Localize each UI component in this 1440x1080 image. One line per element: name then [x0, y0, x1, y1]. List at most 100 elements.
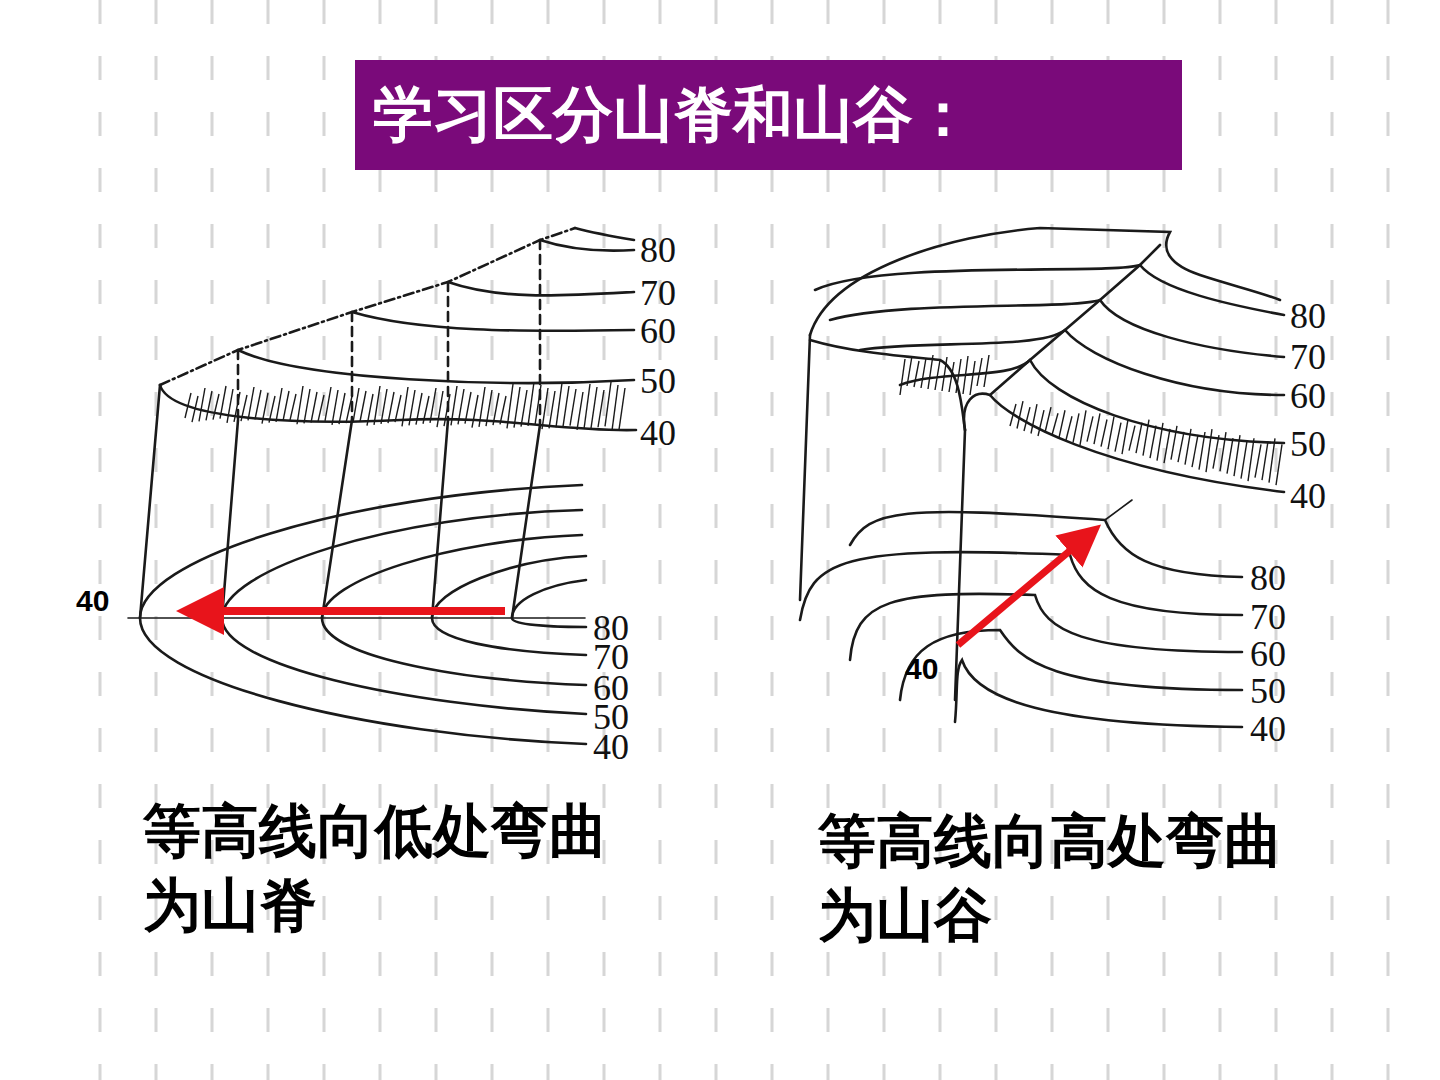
hatch-stroke [451, 386, 457, 425]
red-arrow [958, 538, 1085, 645]
contour-value: 50 [1290, 426, 1326, 462]
hatch-stroke [199, 388, 205, 421]
contour-value: 70 [640, 275, 676, 311]
hatch-stroke [486, 390, 492, 426]
hatch-stroke [248, 387, 254, 420]
hatch-stroke [577, 392, 583, 430]
hatch-stroke [549, 391, 555, 428]
hatch-stroke [935, 360, 940, 390]
hatch-stroke [1269, 438, 1275, 482]
hatch-stroke [1248, 438, 1254, 481]
hatch-stroke [1031, 404, 1037, 433]
hatch-stroke [1087, 416, 1093, 441]
hatch-stroke [1276, 444, 1282, 485]
hatch-stroke [542, 388, 548, 429]
hatch-stroke [444, 394, 450, 426]
hatch-stroke [977, 358, 982, 386]
hatch-stroke [963, 356, 968, 394]
hatch-stroke [949, 362, 954, 392]
hatch-stroke [332, 390, 338, 425]
hatch-stroke [556, 383, 562, 427]
hatch-stroke [1185, 429, 1191, 465]
contour-value: 60 [1290, 378, 1326, 414]
hatch-stroke [1122, 420, 1128, 454]
hatch-stroke [353, 388, 359, 422]
hatch-stroke [591, 387, 597, 428]
hatch-stroke [234, 392, 240, 422]
hatch-stroke [1206, 429, 1212, 472]
hatch-stroke [1059, 410, 1065, 437]
caption-text: 等高线向高处弯曲为山谷 [818, 805, 1299, 953]
hatch-stroke [255, 390, 261, 419]
title-banner: 学习区分山脊和山谷： [355, 60, 1182, 170]
hatch-stroke [921, 358, 926, 388]
hatch-stroke [521, 390, 527, 427]
hatch-stroke [598, 390, 604, 427]
hatch-stroke [325, 387, 331, 421]
hatch-stroke [1255, 444, 1261, 477]
hatch-stroke [1101, 419, 1107, 446]
hatch-stroke [1220, 432, 1226, 471]
hatch-stroke [1045, 407, 1051, 432]
grid-line [1387, 0, 1390, 1080]
hatch-stroke [269, 396, 275, 423]
callout-number: 40 [905, 654, 938, 684]
hatch-stroke [500, 396, 506, 424]
hatch-stroke [311, 392, 317, 423]
hatch-stroke [1227, 438, 1233, 473]
hatch-stroke [907, 356, 912, 386]
hatch-stroke [220, 386, 226, 419]
hatch-stroke [507, 384, 513, 428]
hatch-stroke [1164, 429, 1170, 463]
hatch-stroke [1143, 420, 1149, 456]
hatch-stroke [192, 396, 198, 422]
contour-value: 60 [1250, 636, 1286, 672]
hatch-stroke [563, 386, 569, 427]
contour-value: 80 [640, 232, 676, 268]
hatch-stroke [402, 387, 408, 426]
hatch-stroke [619, 388, 625, 430]
hatch-stroke [970, 361, 975, 395]
callout-number: 40 [76, 586, 109, 616]
hatch-stroke [1262, 441, 1268, 480]
hatch-stroke [304, 389, 310, 423]
hatch-stroke [1136, 423, 1142, 453]
contour-value: 60 [640, 313, 676, 349]
hatch-stroke [584, 384, 590, 429]
hatch-stroke [1052, 413, 1058, 435]
hatch-stroke [570, 389, 576, 426]
contour-value: 80 [1290, 298, 1326, 334]
hatch-stroke [1199, 432, 1205, 470]
red-arrow [200, 607, 505, 615]
hatch-stroke [458, 389, 464, 424]
contour-value: 70 [1250, 599, 1286, 635]
hatch-stroke [612, 385, 618, 431]
hatch-stroke [241, 395, 247, 421]
hatch-stroke [1115, 423, 1121, 452]
hatch-stroke [290, 394, 296, 420]
hatch-stroke [1024, 407, 1030, 431]
hatch-stroke [388, 392, 394, 423]
hatch-stroke [409, 390, 415, 425]
hatch-stroke [465, 392, 471, 424]
hatch-stroke [1150, 426, 1156, 458]
hatch-stroke [1094, 413, 1100, 444]
hatch-stroke [514, 387, 520, 428]
hatch-stroke [1129, 426, 1135, 451]
hatch-stroke [395, 395, 401, 422]
hatch-stroke [227, 389, 233, 423]
grid-line [1331, 0, 1334, 1080]
grid-line [1219, 0, 1222, 1080]
hatch-stroke [185, 393, 191, 418]
hatch-stroke [1241, 441, 1247, 478]
hatch-stroke [283, 391, 289, 421]
contour-value: 50 [640, 363, 676, 399]
valley-illustration [800, 228, 1284, 727]
hatch-stroke [1171, 426, 1177, 460]
hatch-stroke [262, 393, 268, 424]
caption-text: 等高线向低处弯曲为山脊 [143, 795, 624, 943]
hatch-stroke [900, 359, 905, 395]
hatch-stroke [381, 389, 387, 424]
hatch-stroke [423, 396, 429, 424]
hatch-stroke [1080, 410, 1086, 445]
